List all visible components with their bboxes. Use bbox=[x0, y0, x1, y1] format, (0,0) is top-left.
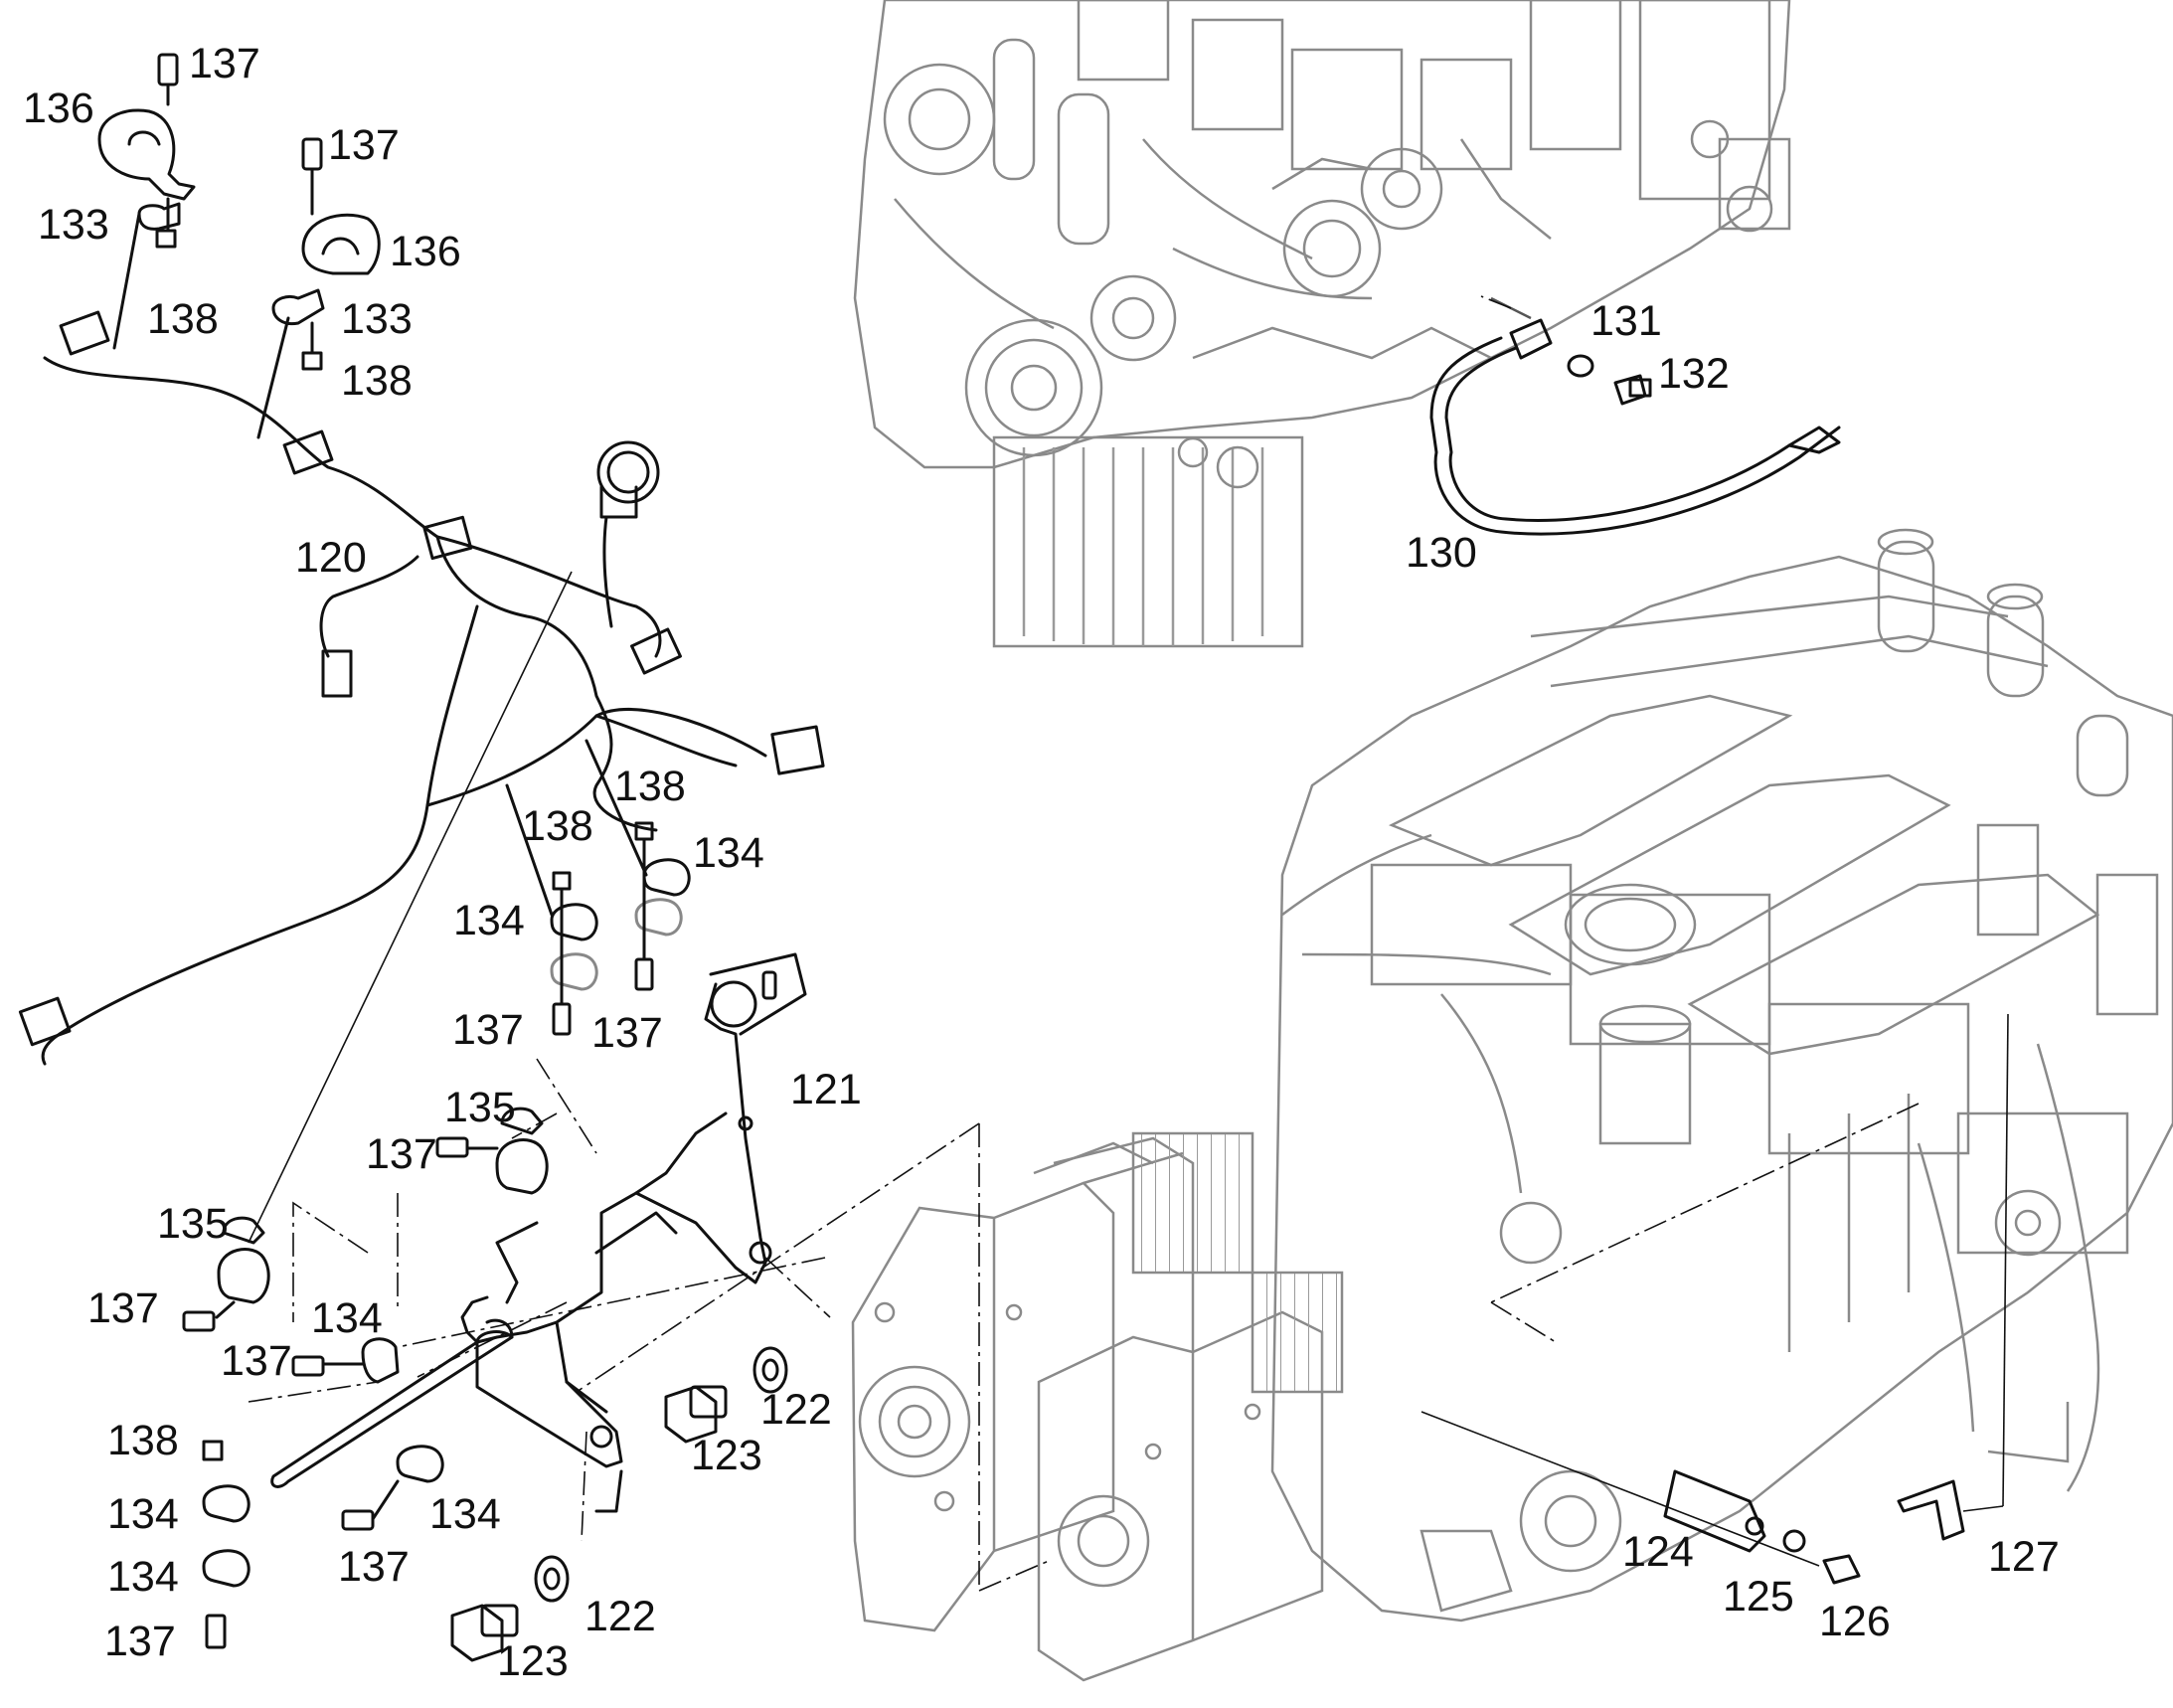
clip-136-left bbox=[97, 53, 196, 350]
dash-dot-lines bbox=[248, 295, 1920, 1592]
lower-engine-illustration bbox=[1270, 528, 2173, 1623]
clamp-134-bar-end bbox=[202, 1440, 251, 1649]
callout-137: 137 bbox=[87, 1284, 159, 1332]
bracket-121 bbox=[270, 952, 807, 1513]
callout-134: 134 bbox=[453, 897, 525, 944]
callout-134: 134 bbox=[311, 1294, 383, 1342]
callout-137: 137 bbox=[104, 1618, 176, 1665]
callout-122: 122 bbox=[585, 1593, 656, 1640]
clamps-134-middle bbox=[505, 739, 691, 1036]
callout-134: 134 bbox=[693, 829, 764, 877]
clamp-134-lower bbox=[291, 1337, 400, 1384]
upper-engine-illustration bbox=[853, 0, 1791, 648]
clip-135-upper bbox=[435, 1107, 549, 1195]
callout-122: 122 bbox=[760, 1386, 832, 1434]
callout-125: 125 bbox=[1723, 1573, 1794, 1621]
callout-134: 134 bbox=[429, 1490, 501, 1538]
callout-121: 121 bbox=[790, 1066, 862, 1113]
callout-137: 137 bbox=[338, 1543, 410, 1591]
bolt-123-washer-122-upper bbox=[664, 1346, 788, 1444]
callout-137: 137 bbox=[221, 1337, 292, 1385]
callout-132: 132 bbox=[1658, 350, 1730, 398]
bracket-127 bbox=[1897, 1479, 1965, 1541]
callout-124: 124 bbox=[1622, 1528, 1694, 1576]
clip-136-right bbox=[256, 137, 381, 439]
callout-138: 138 bbox=[522, 802, 593, 850]
callout-131: 131 bbox=[1590, 297, 1662, 345]
callout-133: 133 bbox=[341, 295, 413, 343]
callout-138: 138 bbox=[107, 1417, 179, 1464]
callout-134: 134 bbox=[107, 1553, 179, 1601]
callout-135: 135 bbox=[157, 1200, 229, 1248]
ground-cable-130 bbox=[1429, 318, 1841, 536]
callout-136: 136 bbox=[390, 228, 461, 275]
callout-137: 137 bbox=[452, 1006, 524, 1054]
callout-137: 137 bbox=[189, 40, 260, 87]
callout-126: 126 bbox=[1819, 1598, 1891, 1645]
callout-123: 123 bbox=[691, 1432, 762, 1479]
clip-135-lower bbox=[182, 1216, 270, 1332]
callout-133: 133 bbox=[38, 201, 109, 249]
bolt-123-washer-122-lower bbox=[450, 1555, 570, 1662]
callout-135: 135 bbox=[444, 1084, 516, 1131]
callout-138: 138 bbox=[147, 295, 219, 343]
clamp-134-lower-middle bbox=[341, 1445, 444, 1531]
callout-120: 120 bbox=[295, 534, 367, 582]
hydraulic-pump-illustration bbox=[851, 1131, 1344, 1682]
callout-137: 137 bbox=[366, 1130, 437, 1178]
callout-136: 136 bbox=[23, 85, 94, 132]
wiring-harness-120 bbox=[18, 310, 825, 1066]
leader-lines bbox=[248, 571, 2009, 1567]
callout-138: 138 bbox=[341, 357, 413, 405]
strap-124-washer-125-bolt-126 bbox=[1663, 1469, 1861, 1585]
callout-138: 138 bbox=[614, 763, 686, 810]
callout-127: 127 bbox=[1988, 1533, 2060, 1581]
callout-123: 123 bbox=[497, 1637, 569, 1685]
parts-linework bbox=[18, 53, 1965, 1662]
callout-134: 134 bbox=[107, 1490, 179, 1538]
callout-137: 137 bbox=[328, 121, 400, 169]
callout-137: 137 bbox=[591, 1009, 663, 1057]
callout-130: 130 bbox=[1406, 529, 1477, 577]
